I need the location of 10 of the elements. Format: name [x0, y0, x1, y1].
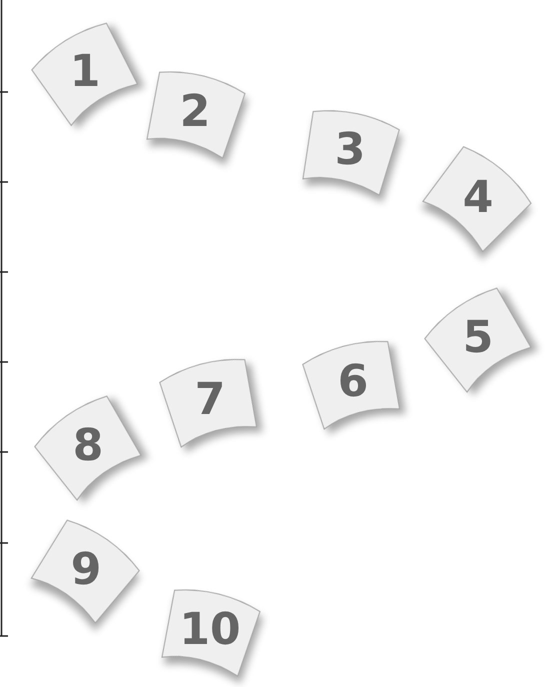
tile-number: 7	[194, 378, 226, 422]
tile-number: 9	[70, 548, 102, 592]
tile-number: 2	[180, 90, 210, 134]
tile-number: 8	[72, 424, 104, 468]
tile-number: 3	[334, 128, 366, 172]
tile-number: 10	[179, 608, 241, 652]
tile-number: 6	[338, 360, 368, 404]
tile-number: 1	[70, 50, 100, 94]
tile-number: 5	[462, 316, 494, 360]
tile-number: 4	[462, 176, 494, 220]
